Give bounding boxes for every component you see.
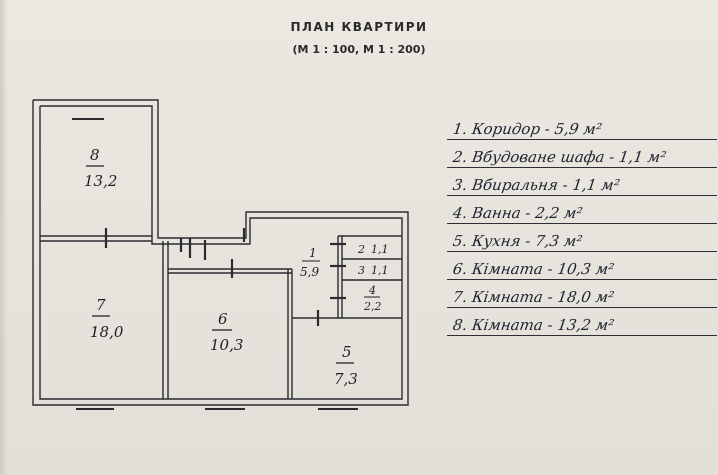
legend-item: 3. Вбиральня - 1,1 м² bbox=[447, 168, 717, 196]
page-shadow bbox=[0, 0, 8, 475]
legend-item-text: 5. Кухня - 7,3 м² bbox=[451, 232, 584, 250]
outer-wall bbox=[32, 99, 409, 406]
room-8-number: 8 bbox=[90, 146, 100, 164]
room-3-area: 1,1 bbox=[371, 264, 389, 277]
room-2-area: 1,1 bbox=[371, 243, 389, 256]
room-7-area: 18,0 bbox=[90, 323, 124, 341]
legend-item-text: 7. Кімната - 18,0 м² bbox=[451, 288, 616, 306]
room-5-area: 7,3 bbox=[334, 370, 358, 388]
legend-item: 6. Кімната - 10,3 м² bbox=[447, 252, 717, 280]
room-legend: 1. Коридор - 5,9 м² 2. Вбудоване шафа - … bbox=[447, 112, 717, 336]
room-3-number: 3 bbox=[358, 264, 365, 277]
legend-item: 2. Вбудоване шафа - 1,1 м² bbox=[447, 140, 717, 168]
legend-item-text: 4. Ванна - 2,2 м² bbox=[451, 204, 584, 222]
legend-item-text: 3. Вбиральня - 1,1 м² bbox=[451, 176, 621, 194]
room-5-number: 5 bbox=[342, 343, 352, 361]
legend-item-text: 1. Коридор - 5,9 м² bbox=[451, 120, 604, 138]
room-8-area: 13,2 bbox=[84, 172, 117, 190]
room-4-number: 4 bbox=[368, 284, 376, 297]
legend-item-text: 6. Кімната - 10,3 м² bbox=[451, 260, 616, 278]
room-1-area: 5,9 bbox=[300, 265, 319, 279]
legend-item: 1. Коридор - 5,9 м² bbox=[447, 112, 717, 140]
room-6-area: 10,3 bbox=[210, 336, 243, 354]
room-7-number: 7 bbox=[96, 296, 106, 314]
room-2-number: 2 bbox=[357, 243, 365, 256]
legend-item-text: 2. Вбудоване шафа - 1,1 м² bbox=[451, 148, 668, 166]
legend-item-text: 8. Кімната - 13,2 м² bbox=[451, 316, 616, 334]
room-1-number: 1 bbox=[309, 246, 317, 260]
legend-item: 7. Кімната - 18,0 м² bbox=[447, 280, 717, 308]
room-6-number: 6 bbox=[218, 310, 228, 328]
room-4-area: 2,2 bbox=[363, 300, 382, 313]
scale-label: (М 1 : 100, М 1 : 200) bbox=[292, 43, 426, 56]
legend-item: 4. Ванна - 2,2 м² bbox=[447, 196, 717, 224]
page-title: ПЛАН КВАРТИРИ bbox=[290, 20, 428, 34]
outer-wall-inner bbox=[39, 105, 403, 400]
legend-item: 5. Кухня - 7,3 м² bbox=[447, 224, 717, 252]
legend-item: 8. Кімната - 13,2 м² bbox=[447, 308, 717, 336]
